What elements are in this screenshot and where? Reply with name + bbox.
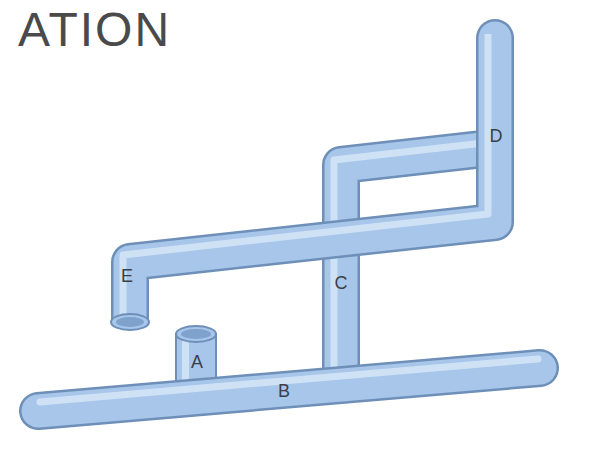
part-label-box: A (191, 352, 203, 373)
part-label: C (335, 273, 348, 293)
part-label: B (278, 381, 290, 401)
pipe-c (334, 142, 492, 378)
part-label-box: D (490, 126, 503, 147)
heading-box: ATION (18, 2, 171, 57)
part-label-box: B (278, 381, 290, 402)
part-label: D (490, 126, 503, 146)
part-label-box: C (335, 273, 348, 294)
heading: ATION (18, 3, 171, 56)
pipe-d-e (111, 19, 514, 330)
part-label-box: E (121, 266, 133, 287)
part-label: E (121, 266, 133, 286)
pipe-b (38, 359, 540, 411)
part-label: A (191, 352, 203, 372)
